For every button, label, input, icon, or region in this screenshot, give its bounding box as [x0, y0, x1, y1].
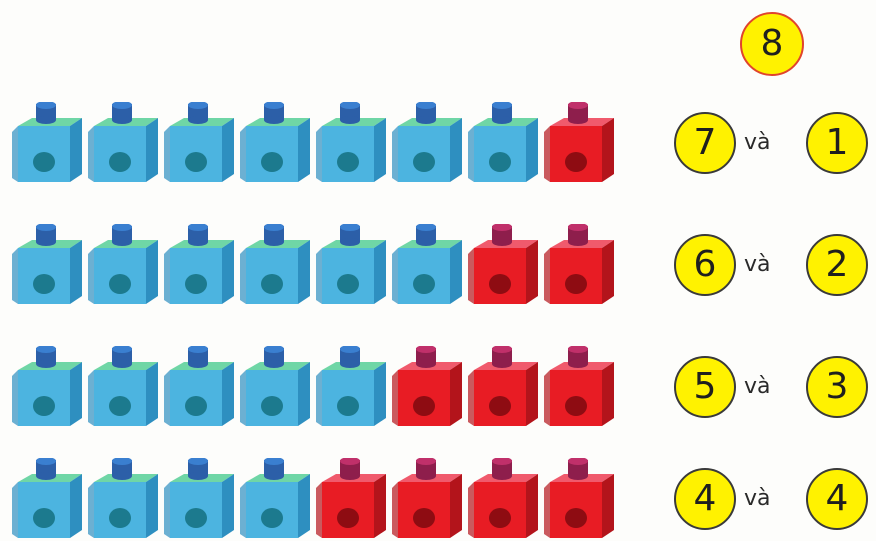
bond-row: 5 và 3: [0, 346, 876, 426]
red-cube: [392, 346, 464, 426]
blue-cube: [164, 346, 236, 426]
blue-cube: [316, 346, 388, 426]
blue-cube: [240, 102, 312, 182]
blue-cube: [164, 224, 236, 304]
blue-cube: [88, 346, 160, 426]
blue-cube: [12, 346, 84, 426]
red-cube: [392, 458, 464, 538]
red-cube: [468, 346, 540, 426]
blue-cube: [468, 102, 540, 182]
red-cube: [544, 102, 616, 182]
red-cube: [468, 458, 540, 538]
blue-cube: [88, 458, 160, 538]
right-part-circle: 1: [806, 112, 868, 174]
blue-cube: [316, 102, 388, 182]
left-part-circle: 6: [674, 234, 736, 296]
blue-cube: [164, 458, 236, 538]
blue-cube: [316, 224, 388, 304]
right-part-circle: 2: [806, 234, 868, 296]
conjunction-label: và: [744, 374, 771, 399]
blue-cube: [164, 102, 236, 182]
blue-cube: [12, 458, 84, 538]
left-part-circle: 5: [674, 356, 736, 418]
red-cube: [544, 458, 616, 538]
red-cube: [544, 224, 616, 304]
bond-row: 4 và 4: [0, 458, 876, 538]
conjunction-label: và: [744, 252, 771, 277]
red-cube: [544, 346, 616, 426]
red-cube: [316, 458, 388, 538]
blue-cube: [240, 346, 312, 426]
blue-cube: [88, 102, 160, 182]
blue-cube: [392, 224, 464, 304]
left-part-circle: 4: [674, 468, 736, 530]
conjunction-label: và: [744, 130, 771, 155]
blue-cube: [392, 102, 464, 182]
blue-cube: [12, 102, 84, 182]
blue-cube: [240, 458, 312, 538]
red-cube: [468, 224, 540, 304]
blue-cube: [240, 224, 312, 304]
total-circle: 8: [740, 12, 804, 76]
conjunction-label: và: [744, 486, 771, 511]
left-part-circle: 7: [674, 112, 736, 174]
bond-row: 7 và 1: [0, 102, 876, 182]
right-part-circle: 4: [806, 468, 868, 530]
blue-cube: [12, 224, 84, 304]
bond-row: 6 và 2: [0, 224, 876, 304]
blue-cube: [88, 224, 160, 304]
right-part-circle: 3: [806, 356, 868, 418]
